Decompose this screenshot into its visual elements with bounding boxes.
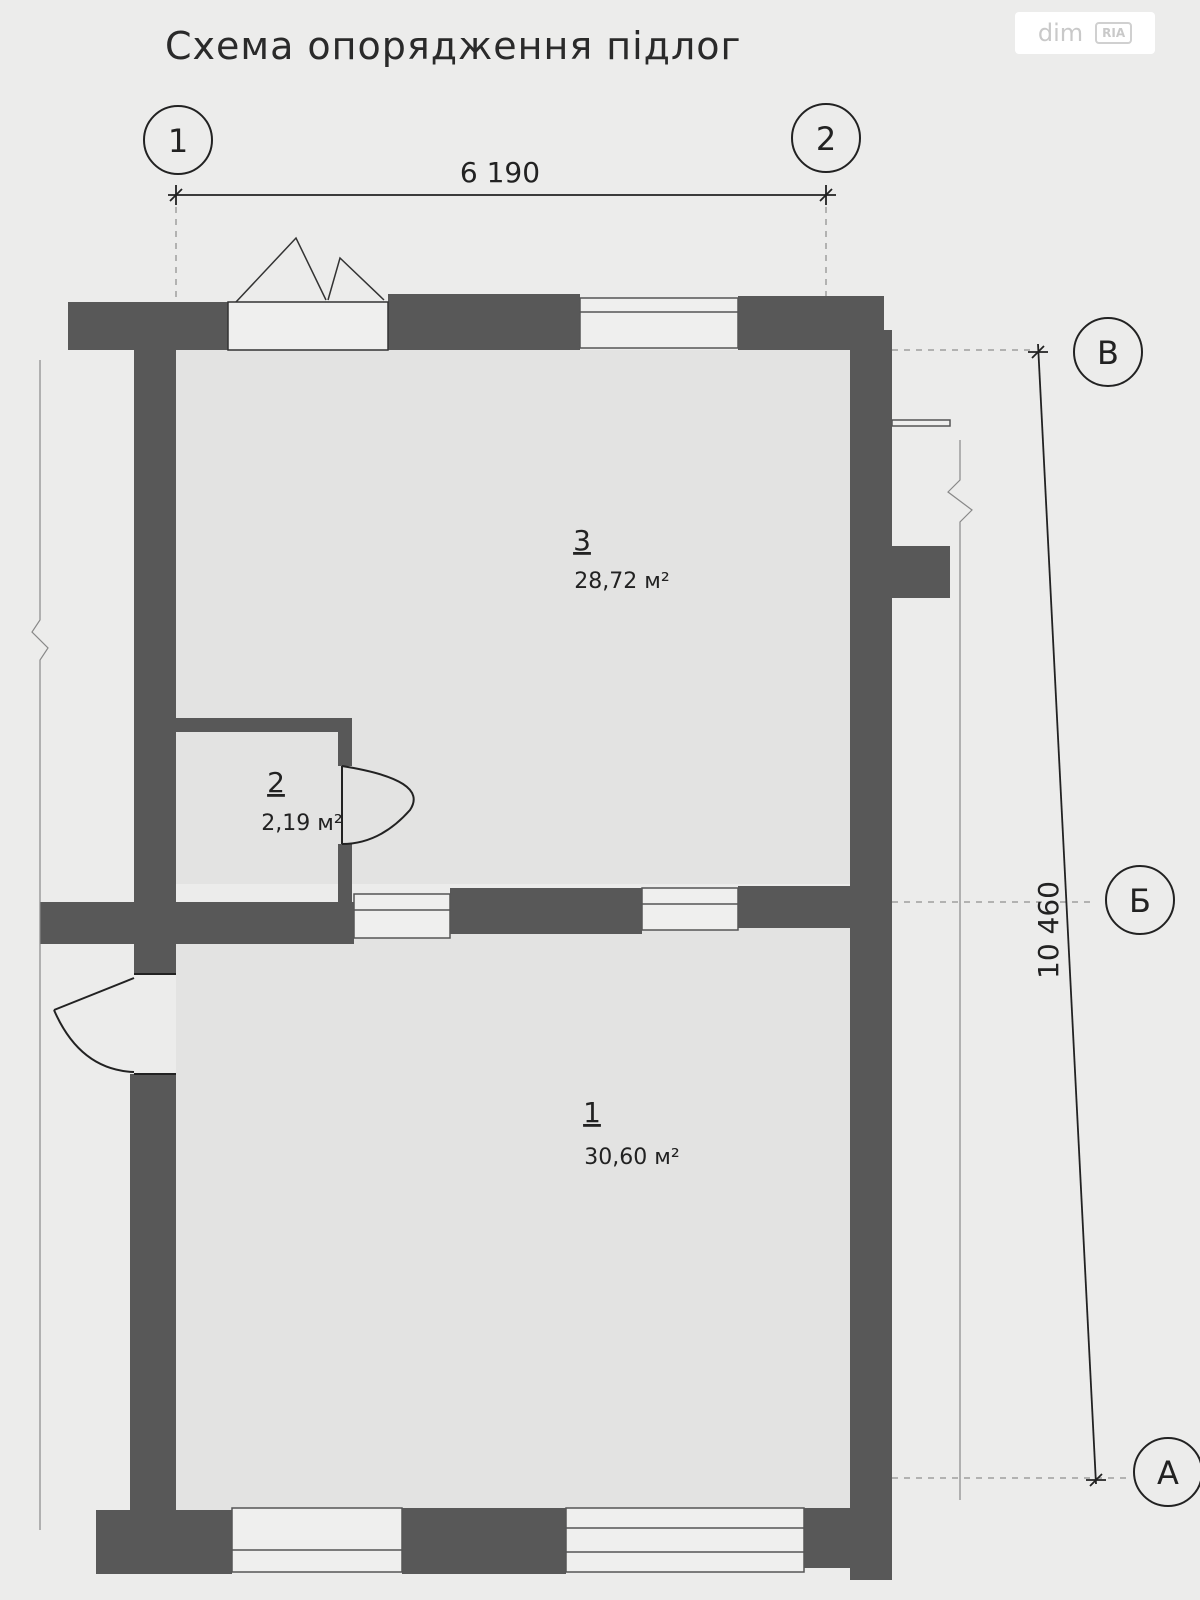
wall-right: [850, 330, 892, 1580]
wall-closet-right-lower: [338, 844, 352, 902]
room-number: 2: [267, 766, 285, 799]
window-right-side: [891, 419, 951, 427]
site-watermark: dim RIA: [1015, 12, 1155, 54]
grid-bubble-a: А: [1133, 1437, 1200, 1507]
height-dimension: [1028, 343, 1106, 1487]
wall-middle-left: [40, 902, 354, 944]
wall-bottom-left: [96, 1510, 232, 1574]
width-dimension-label: 6 190: [460, 156, 540, 189]
svg-text:1: 1: [168, 122, 188, 160]
wall-middle-right: [738, 886, 872, 928]
room-number: 3: [573, 524, 591, 557]
svg-text:В: В: [1097, 334, 1119, 372]
window-bottom-left: [231, 1507, 403, 1573]
room-2-floor: [176, 728, 338, 884]
watermark-brand-a: dim: [1037, 19, 1084, 47]
room-1-label: 1 30,60 м²: [583, 1096, 680, 1170]
door-swing-icon: [53, 1009, 135, 1073]
axis-lines: [175, 195, 1130, 1479]
grid-bubble-b: Б: [1105, 865, 1175, 935]
side-door-opening: [130, 974, 176, 1074]
windows: [231, 297, 951, 1573]
grid-bubble-1: 1: [143, 105, 213, 175]
entrance-door: [227, 236, 389, 351]
window-top: [579, 297, 739, 349]
door-swing-icon: [327, 256, 385, 301]
door-leaf-icon: [53, 977, 135, 1011]
wall-middle-center: [450, 888, 642, 934]
side-door: [53, 973, 176, 1075]
room-number: 1: [583, 1096, 601, 1129]
door-swing-icon: [341, 765, 415, 845]
grid-bubble-v: В: [1073, 317, 1143, 387]
wall-bottom-right: [804, 1508, 892, 1568]
room-area: 2,19 м²: [261, 811, 342, 836]
closet-door: [341, 765, 415, 845]
plan-title: Схема опорядження підлог: [165, 24, 742, 68]
wall-bottom-middle: [402, 1508, 566, 1574]
svg-text:Б: Б: [1129, 882, 1151, 920]
grid-bubble-2: 2: [791, 103, 861, 173]
entrance-opening: [227, 301, 389, 351]
wall-left-upper: [134, 330, 176, 974]
walls: [40, 294, 950, 1580]
room-area: 28,72 м²: [574, 569, 669, 594]
svg-text:А: А: [1157, 1454, 1179, 1492]
break-lines: [31, 360, 973, 1530]
svg-text:2: 2: [816, 120, 836, 158]
door-swing-icon: [235, 236, 327, 303]
room-area: 30,60 м²: [584, 1145, 679, 1170]
room-2-label: 2 2,19 м²: [261, 766, 342, 836]
wall-closet-top: [176, 718, 352, 732]
watermark-brand-b: RIA: [1095, 22, 1133, 44]
window-middle-right: [641, 887, 739, 931]
height-dimension-label: 10 460: [1032, 881, 1065, 979]
room-1-floor: [176, 928, 874, 1510]
wall-top-middle: [388, 294, 580, 350]
width-dimension: [168, 185, 836, 205]
room-3-label: 3 28,72 м²: [573, 524, 670, 594]
window-bottom-right: [565, 1507, 805, 1573]
wall-closet-right-upper: [338, 718, 352, 766]
window-middle-left: [353, 893, 451, 939]
wall-left-lower: [130, 1074, 176, 1510]
wall-right-pier: [892, 546, 950, 598]
